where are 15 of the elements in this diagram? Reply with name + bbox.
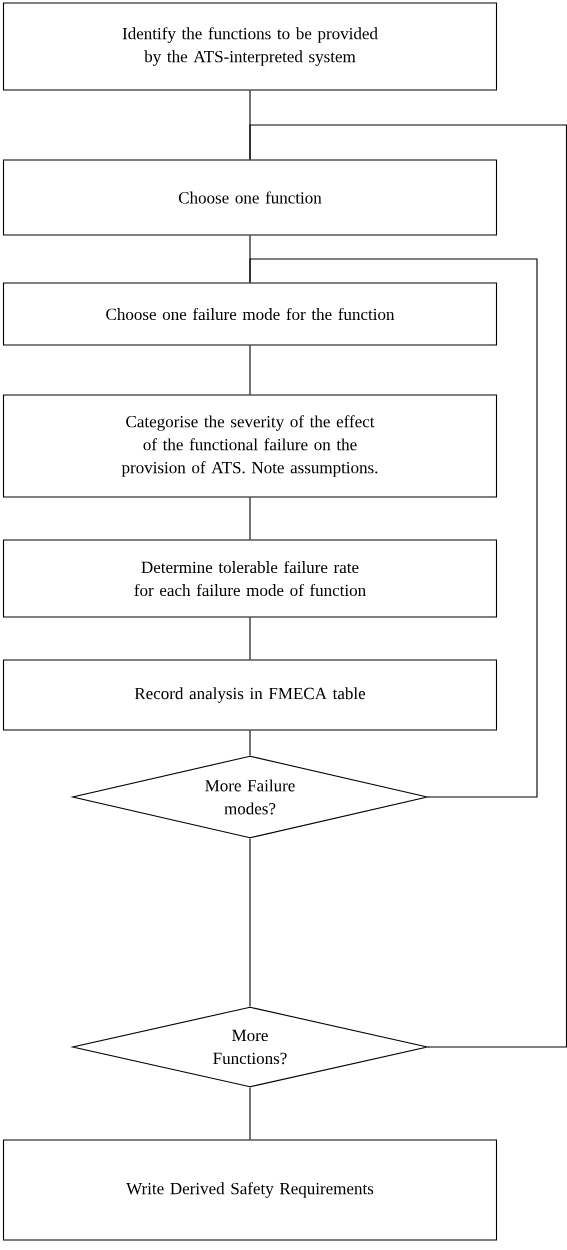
- process-box: Identify the functions to be provided by the ATS-interpreted system: [2, 2, 498, 91]
- process-box: Record analysis in FMECA table: [2, 659, 498, 731]
- connector-line: [249, 497, 251, 540]
- connector-line: [249, 617, 251, 660]
- connector-line: [249, 730, 251, 756]
- connector-line: [249, 345, 251, 395]
- process-box: Determine tolerable failure rate for each failure mode of function: [2, 539, 498, 618]
- process-box: Choose one failure mode for the function: [2, 282, 498, 346]
- connector-line: [249, 838, 251, 1007]
- loop-line: [249, 124, 567, 1048]
- loop-line: [249, 258, 538, 798]
- process-box: Choose one function: [2, 159, 498, 236]
- process-box: Categorise the severity of the effect of the functional failure on the provision of ATS. Note assumptions.: [2, 394, 498, 498]
- process-box: Write Derived Safety Requirements: [2, 1139, 498, 1241]
- connector-line: [249, 1087, 251, 1140]
